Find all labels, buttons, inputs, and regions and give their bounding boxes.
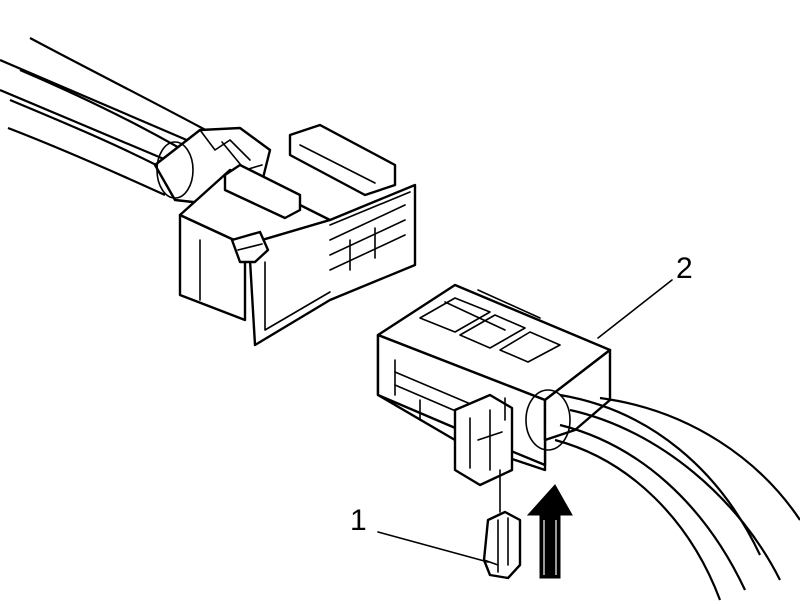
callout-1-group: 1 (350, 504, 489, 563)
right-connector-housing (376, 283, 612, 487)
install-direction-arrow (526, 484, 573, 579)
callout-2-label: 2 (676, 252, 693, 285)
terminal-position-assurance-part (482, 469, 522, 580)
callout-2-group: 2 (597, 252, 693, 339)
right-wire-bundle (554, 393, 800, 601)
left-connector-housing (153, 123, 417, 347)
left-wire-bundle (0, 37, 216, 197)
callout-2-leader (597, 279, 673, 339)
callout-1-label: 1 (350, 504, 367, 537)
callout-1-leader (377, 531, 489, 563)
